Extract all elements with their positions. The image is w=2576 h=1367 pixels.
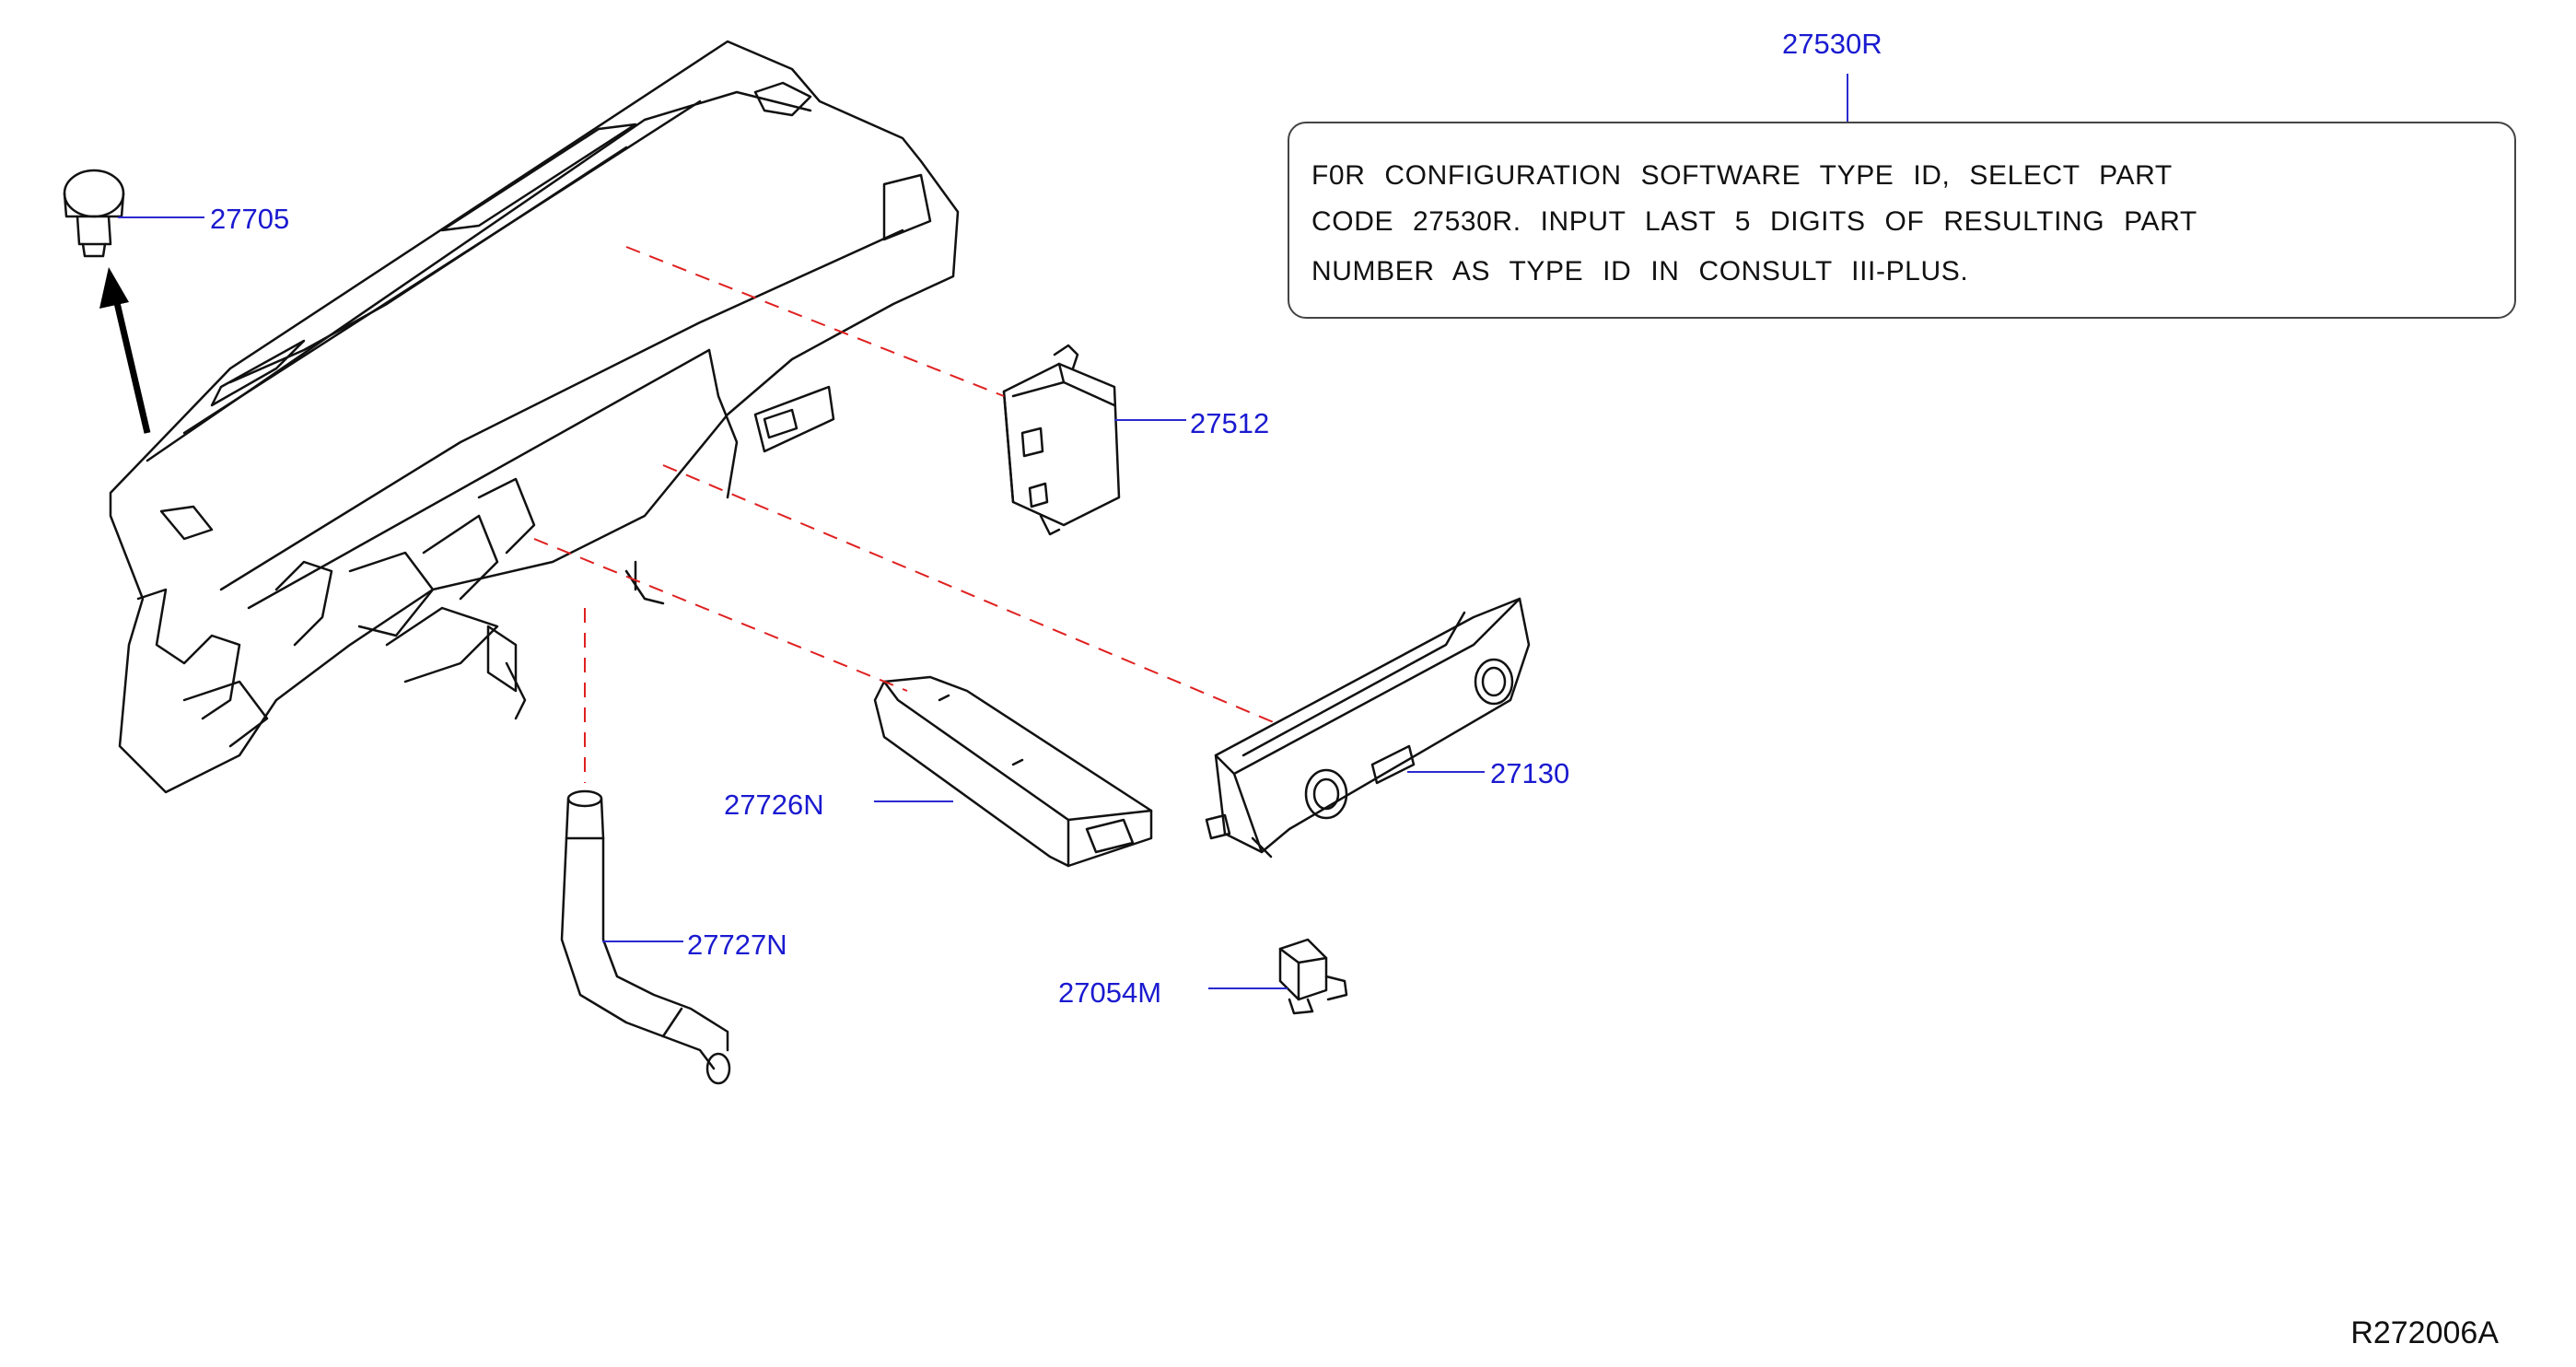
note-line-2: CODE 27530R. INPUT LAST 5 DIGITS OF RESU… xyxy=(1311,206,2197,237)
duct-27727N-drawing xyxy=(560,789,731,1085)
assembly-dashed-lines xyxy=(533,246,1276,783)
callout-27530R[interactable]: 27530R xyxy=(1782,28,1882,60)
sensor-27054M-drawing xyxy=(1278,938,1348,1015)
callout-27726N[interactable]: 27726N xyxy=(724,789,824,821)
configuration-note-box: F0R CONFIGURATION SOFTWARE TYPE ID, SELE… xyxy=(1288,122,2516,319)
callout-27705[interactable]: 27705 xyxy=(210,203,290,235)
note-line-1: F0R CONFIGURATION SOFTWARE TYPE ID, SELE… xyxy=(1311,160,2173,191)
control-panel-27130-drawing xyxy=(1205,597,1531,859)
arrow-27705 xyxy=(99,267,151,434)
callout-27727N[interactable]: 27727N xyxy=(687,929,787,961)
instrument-panel-drawing xyxy=(109,40,960,794)
callout-27512[interactable]: 27512 xyxy=(1190,407,1270,439)
unit-27726N-drawing xyxy=(873,675,1153,868)
clip-27705-drawing xyxy=(63,169,125,258)
callout-27130[interactable]: 27130 xyxy=(1490,757,1570,789)
diagram-code: R272006A xyxy=(2350,1315,2499,1350)
leader-lines xyxy=(118,74,1848,989)
note-line-3: NUMBER AS TYPE ID IN CONSULT III-PLUS. xyxy=(1311,256,1969,286)
callout-27054M[interactable]: 27054M xyxy=(1058,976,1162,1009)
module-27512-drawing xyxy=(1002,344,1121,536)
